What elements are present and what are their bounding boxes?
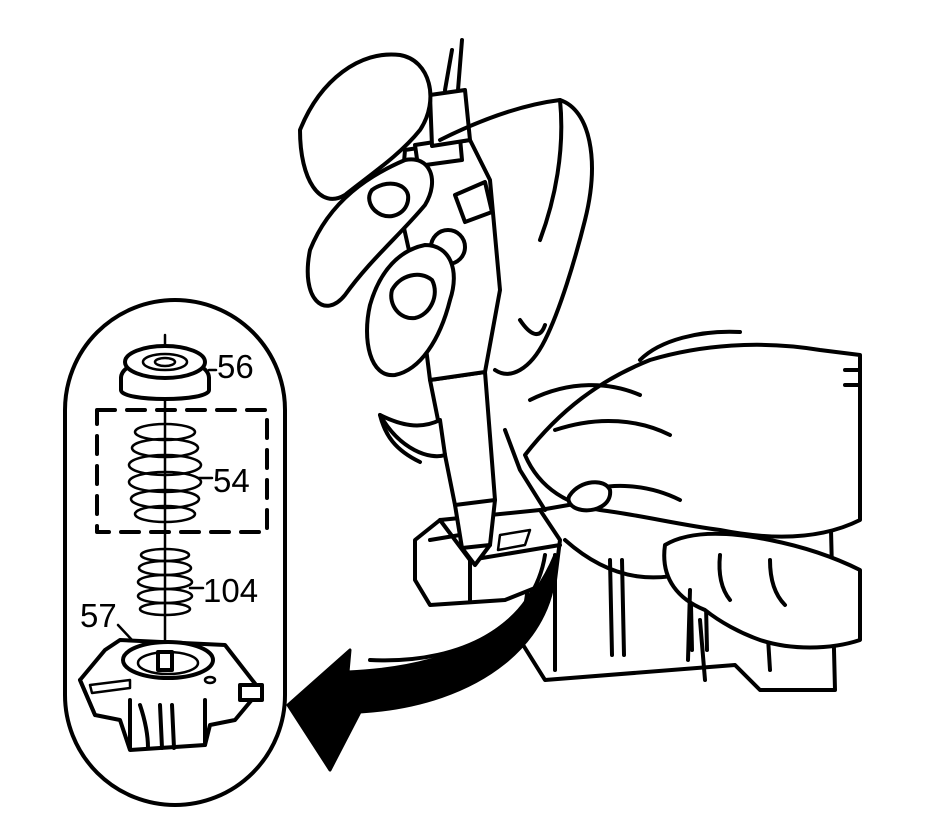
callout-104: 104 — [203, 572, 258, 609]
callout-57: 57 — [80, 597, 117, 634]
part-56-retainer — [119, 344, 218, 401]
callout-54: 54 — [213, 462, 250, 499]
hand-right — [523, 329, 862, 539]
part-54-outer-spring — [95, 408, 269, 534]
callout-arrow — [286, 553, 557, 772]
exploded-detail-inset: 56 54 104 57 — [63, 298, 287, 807]
air-nozzle — [428, 370, 497, 567]
part-104-inner-spring — [136, 547, 205, 617]
part-57-housing — [78, 623, 264, 752]
hand-lower — [662, 531, 862, 682]
hand-upper — [298, 52, 594, 378]
callout-56: 56 — [217, 348, 254, 385]
